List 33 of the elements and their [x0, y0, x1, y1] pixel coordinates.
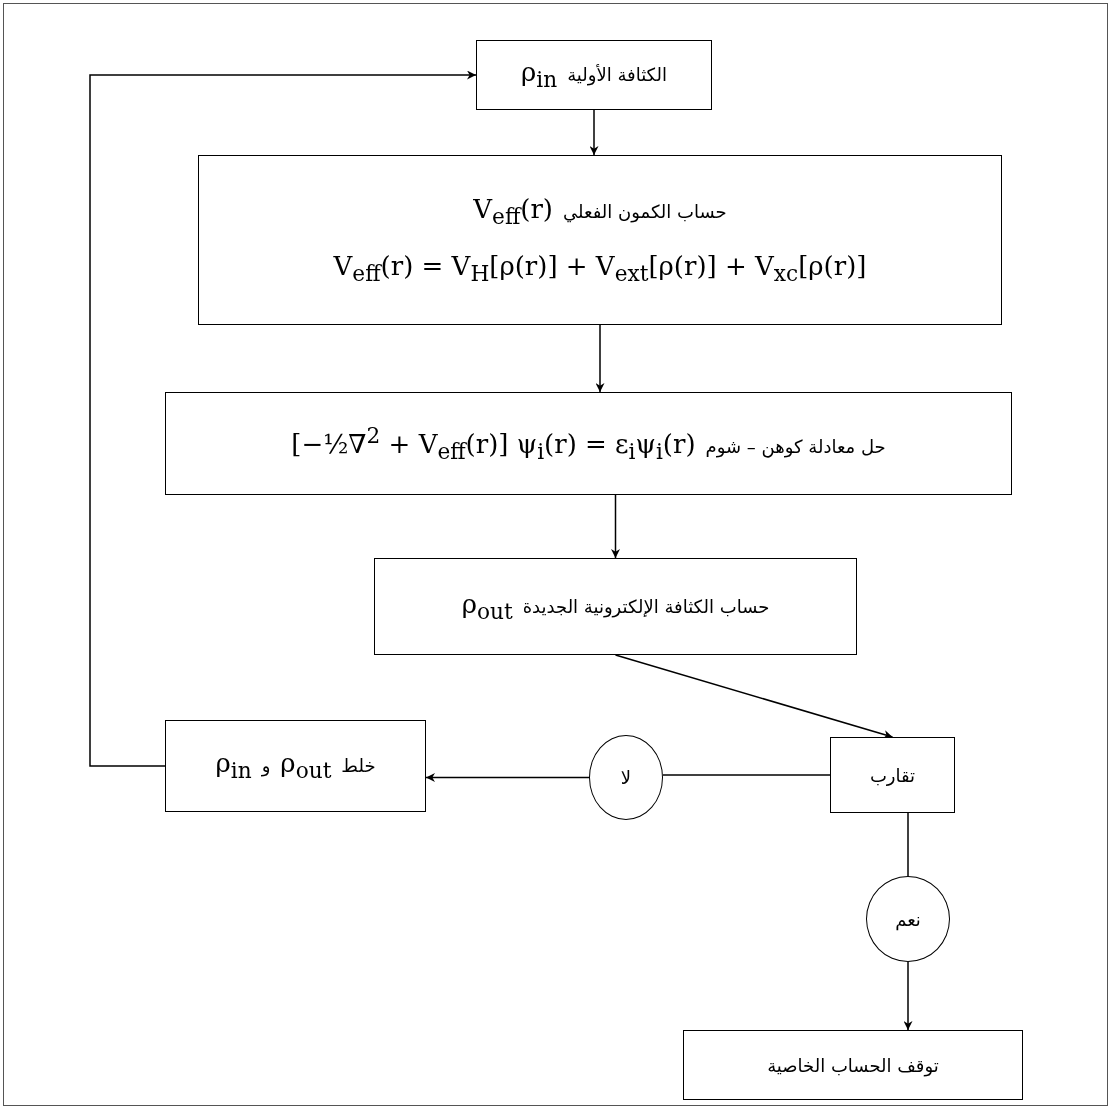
- node-label: الكثافة الأولية: [567, 64, 667, 86]
- formula: ρ$_{out}$: [280, 748, 332, 784]
- arrow: [611, 494, 620, 559]
- connector-line: [907, 812, 909, 877]
- formula: ρ$_{in}$: [215, 748, 252, 784]
- formula: ρ$_{in}$: [521, 57, 558, 93]
- node-label: لا: [620, 767, 632, 788]
- process-box: [374, 558, 857, 655]
- node-label: و: [261, 755, 271, 777]
- decision-box: [830, 737, 955, 813]
- formula: V$_{eff}$(r): [473, 193, 553, 229]
- node-label: تقارب: [869, 764, 916, 786]
- node-label: توقف الحساب الخاصية: [767, 1054, 939, 1076]
- process-box: [165, 392, 1012, 495]
- arrow: [425, 773, 590, 782]
- node-label: حساب الكثافة الإلكترونية الجديدة: [522, 595, 770, 617]
- connector-line: [662, 774, 831, 776]
- node-label: حساب الكمون الفعلي: [563, 200, 727, 222]
- arrow: [903, 961, 913, 1031]
- formula: [−½∇$^{2}$ + V$_{eff}$(r)] ψ$_{i}$(r) = ε$_{i}$ψ$_{i}$(r): [291, 423, 696, 464]
- arrow: [614, 654, 894, 739]
- formula: ρ$_{out}$: [461, 588, 513, 625]
- process-box: [683, 1030, 1023, 1100]
- arrow: [595, 324, 605, 393]
- arrow: [89, 70, 477, 767]
- node-label: خلط: [341, 755, 376, 777]
- arrow: [589, 109, 599, 156]
- formula: V$_{eff}$(r) = V$_{H}$[ρ(r)] + V$_{ext}$[ρ(r)] + V$_{xc}$[ρ(r)]: [333, 251, 867, 287]
- node-label: نعم: [895, 908, 921, 930]
- process-box: [165, 720, 426, 812]
- process-box: [476, 40, 712, 110]
- node-label: حل معادلة كوهن – شوم: [705, 435, 886, 457]
- process-box: [198, 155, 1002, 325]
